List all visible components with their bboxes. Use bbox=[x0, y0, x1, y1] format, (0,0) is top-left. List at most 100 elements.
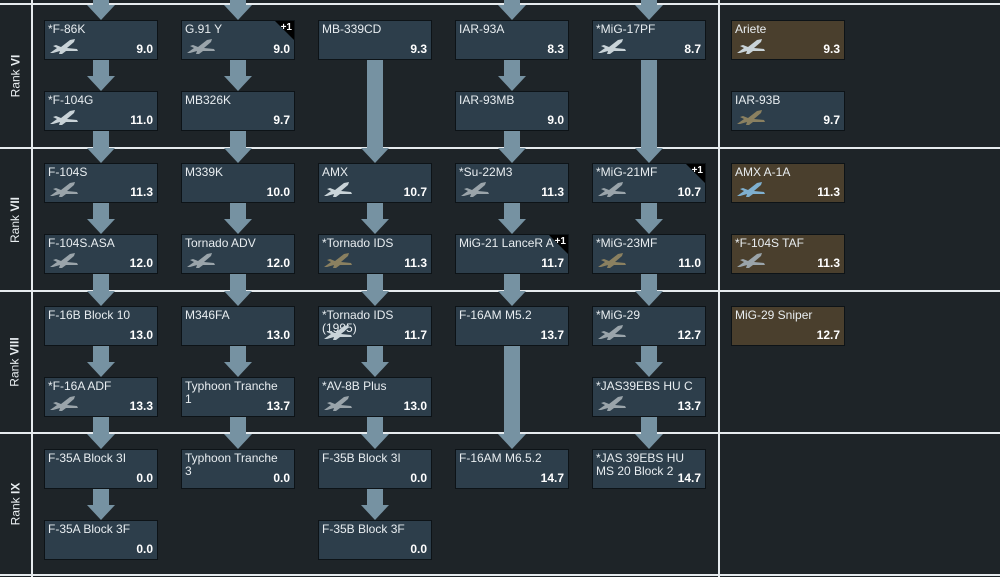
vehicle-name: F-16AM M6.5.2 bbox=[459, 451, 542, 465]
vehicle-card[interactable]: *MiG-17PF 8.7 bbox=[592, 20, 706, 60]
group-corner-badge bbox=[686, 164, 705, 183]
battle-rating: 0.0 bbox=[410, 542, 427, 556]
arrow-head bbox=[635, 5, 663, 20]
battle-rating: 11.7 bbox=[541, 256, 564, 270]
vehicle-name: M339K bbox=[185, 165, 224, 179]
battle-rating: 10.0 bbox=[266, 185, 290, 199]
arrow-shaft bbox=[504, 131, 520, 149]
arrow-shaft bbox=[93, 489, 109, 506]
battle-rating: 11.3 bbox=[817, 185, 840, 199]
vehicle-name: MiG-21 LanceR A bbox=[459, 236, 554, 250]
arrow-shaft bbox=[230, 203, 246, 220]
vehicle-name: *MiG-21MF bbox=[596, 165, 658, 179]
battle-rating: 11.3 bbox=[541, 185, 564, 199]
arrow-shaft bbox=[93, 274, 109, 292]
battle-rating: 9.7 bbox=[273, 113, 290, 127]
vehicle-card[interactable]: *Tornado IDS (1995)11.7 bbox=[318, 306, 432, 346]
jet-icon bbox=[185, 250, 217, 270]
group-corner-badge bbox=[549, 235, 568, 254]
battle-rating: 8.7 bbox=[684, 42, 701, 56]
jet-icon bbox=[596, 36, 628, 56]
vehicle-card[interactable]: M339K 10.0 bbox=[181, 163, 295, 203]
battle-rating: 13.0 bbox=[129, 328, 153, 342]
arrow-shaft bbox=[230, 346, 246, 363]
arrow-head bbox=[361, 219, 389, 234]
vehicle-name: *MiG-17PF bbox=[596, 22, 656, 36]
arrow-head bbox=[224, 148, 252, 163]
battle-rating: 13.3 bbox=[129, 399, 153, 413]
jet-icon bbox=[735, 36, 767, 56]
vehicle-card[interactable]: F-16B Block 10 13.0 bbox=[44, 306, 158, 346]
vehicle-name: F-104S.ASA bbox=[48, 236, 115, 250]
battle-rating: 0.0 bbox=[410, 471, 427, 485]
arrow-head bbox=[498, 291, 526, 306]
arrow-head bbox=[635, 291, 663, 306]
battle-rating: 14.7 bbox=[540, 471, 564, 485]
arrow-shaft bbox=[504, 0, 520, 6]
jet-icon bbox=[48, 179, 80, 199]
arrow-head bbox=[635, 434, 663, 449]
rank-label-viii: Rank VIII bbox=[8, 337, 22, 387]
vehicle-name: F-16B Block 10 bbox=[48, 308, 131, 322]
vehicle-card[interactable]: F-16AM M6.5.2 14.7 bbox=[455, 449, 569, 489]
arrow-shaft bbox=[641, 203, 657, 220]
arrow-head bbox=[87, 5, 115, 20]
arrow-head bbox=[87, 76, 115, 91]
battle-rating: 10.7 bbox=[677, 185, 701, 199]
arrow-shaft bbox=[641, 60, 657, 149]
arrow-shaft bbox=[367, 60, 383, 149]
jet-icon bbox=[185, 36, 217, 56]
battle-rating: 9.3 bbox=[823, 42, 840, 56]
arrow-head bbox=[498, 219, 526, 234]
vehicle-name: F-16AM M5.2 bbox=[459, 308, 532, 322]
arrow-head bbox=[498, 76, 526, 91]
battle-rating: 14.7 bbox=[677, 471, 701, 485]
battle-rating: 12.7 bbox=[677, 328, 701, 342]
battle-rating: 11.0 bbox=[130, 113, 153, 127]
vehicle-name: AMX bbox=[322, 165, 349, 179]
battle-rating: 12.7 bbox=[816, 328, 840, 342]
vehicle-name: *JAS 39EBS HU MS 20 Block 2 bbox=[596, 451, 685, 478]
jet-icon bbox=[735, 107, 767, 127]
arrow-shaft bbox=[230, 417, 246, 435]
arrow-shaft bbox=[93, 203, 109, 220]
arrow-head bbox=[498, 5, 526, 20]
battle-rating: 13.0 bbox=[266, 328, 290, 342]
vehicle-name: MiG-29 Sniper bbox=[735, 308, 813, 322]
battle-rating: 0.0 bbox=[273, 471, 290, 485]
